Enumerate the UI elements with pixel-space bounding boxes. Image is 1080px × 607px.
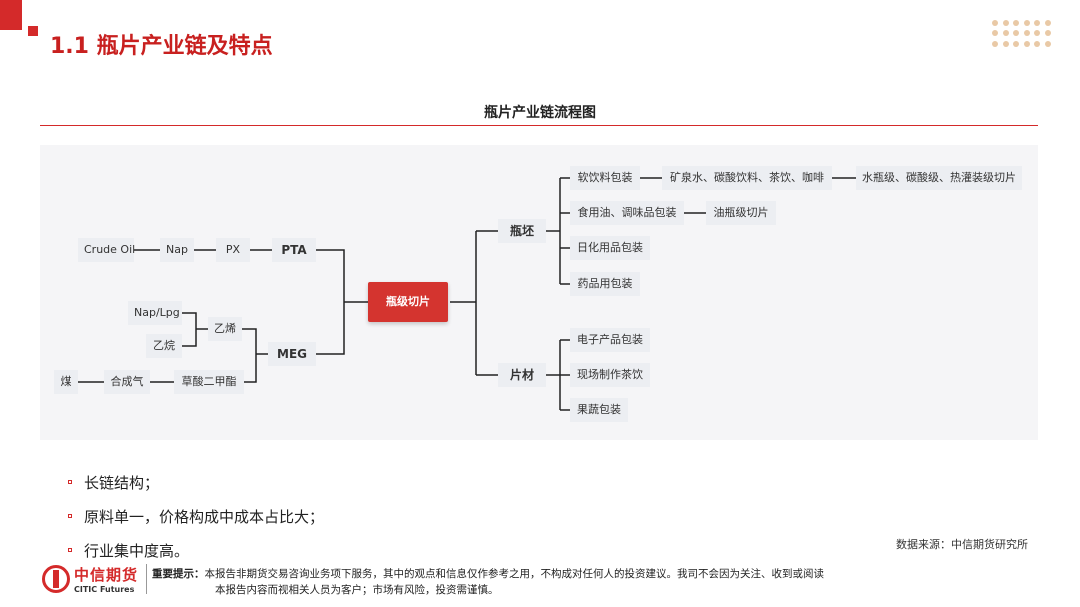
node-edible-oil-packaging: 食用油、调味品包装	[570, 201, 684, 225]
node-ethane: 乙烷	[146, 334, 182, 358]
node-preform: 瓶坯	[498, 219, 546, 243]
disclaimer-line-1: 本报告非期货交易咨询业务项下服务，其中的观点和信息仅作参考之用，不构成对任何人的…	[204, 568, 825, 580]
node-electronics-packaging: 电子产品包装	[570, 328, 650, 352]
citic-futures-logo: 中信期货 CITIC Futures	[42, 564, 138, 594]
node-daily-chemical-packaging: 日化用品包装	[570, 236, 650, 260]
node-produce-packaging: 果蔬包装	[570, 398, 628, 422]
diagram-title: 瓶片产业链流程图	[484, 105, 596, 121]
node-fresh-tea-drinks: 现场制作茶饮	[570, 363, 650, 387]
citic-logo-icon	[42, 565, 70, 593]
node-ethylene: 乙烯	[208, 317, 242, 341]
corner-decoration-square	[28, 26, 38, 36]
title-divider	[40, 125, 1038, 126]
logo-text-en: CITIC Futures	[74, 585, 135, 594]
node-syngas: 合成气	[104, 370, 150, 394]
node-coal: 煤	[54, 370, 78, 394]
logo-text-cn: 中信期货	[74, 566, 139, 584]
node-dimethyl-oxalate: 草酸二甲酯	[174, 370, 244, 394]
node-nap-lpg: Nap/Lpg	[128, 301, 182, 325]
node-pharma-packaging: 药品用包装	[570, 272, 640, 296]
disclaimer: 重要提示：本报告非期货交易咨询业务项下服务，其中的观点和信息仅作参考之用，不构成…	[152, 566, 824, 598]
node-nap: Nap	[160, 238, 194, 262]
bullet-icon	[68, 548, 72, 552]
dot-grid-decoration	[992, 20, 1052, 48]
node-sheet: 片材	[498, 363, 546, 387]
footer-divider	[146, 564, 147, 594]
node-crude-oil: Crude Oil	[78, 238, 135, 262]
node-pta: PTA	[272, 238, 316, 262]
bullet-icon	[68, 480, 72, 484]
node-meg: MEG	[268, 342, 316, 366]
node-chip-grades: 水瓶级、碳酸级、热灌装级切片	[856, 166, 1022, 190]
data-source: 数据来源：中信期货研究所	[896, 538, 1028, 551]
node-oil-bottle-chip: 油瓶级切片	[706, 201, 776, 225]
bullet-icon	[68, 514, 72, 518]
list-item: 行业集中度高。	[68, 533, 324, 567]
feature-list: 长链结构； 原料单一，价格构成中成本占比大； 行业集中度高。	[68, 465, 324, 567]
node-px: PX	[216, 238, 250, 262]
node-bottle-grade-chip: 瓶级切片	[368, 282, 448, 322]
list-item: 长链结构；	[68, 465, 324, 499]
node-drinks: 矿泉水、碳酸饮料、茶饮、咖啡	[662, 166, 832, 190]
page-title: 1.1 瓶片产业链及特点	[50, 34, 273, 59]
disclaimer-label: 重要提示：	[152, 568, 205, 580]
list-item: 原料单一，价格构成中成本占比大；	[68, 499, 324, 533]
disclaimer-line-2: 本报告内容而视相关人员为客户；市场有风险，投资需谨慎。	[215, 584, 499, 596]
node-soft-drink-packaging: 软饮料包装	[570, 166, 640, 190]
corner-decoration	[0, 0, 22, 30]
